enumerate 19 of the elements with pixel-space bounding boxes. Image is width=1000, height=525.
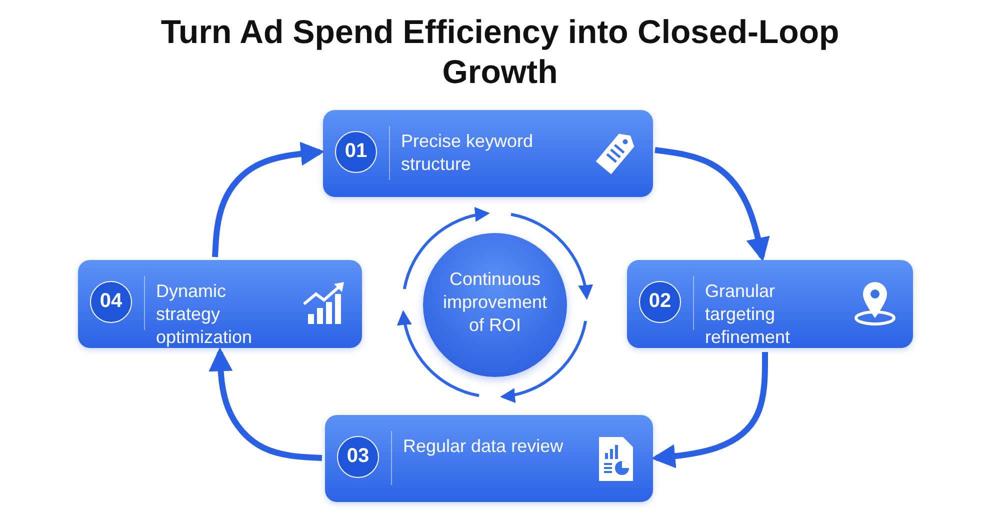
step-number: 04 bbox=[90, 281, 132, 323]
center-circle bbox=[423, 233, 567, 377]
step-number: 01 bbox=[335, 131, 377, 173]
step-label: Dynamic strategy optimization bbox=[156, 280, 254, 349]
curved-arrow bbox=[212, 142, 325, 258]
step-card bbox=[78, 260, 362, 348]
curved-arrow bbox=[208, 347, 322, 461]
step-card bbox=[325, 415, 653, 502]
step-number: 02 bbox=[639, 281, 681, 323]
curved-arrow bbox=[654, 147, 770, 262]
step-label: Granular targeting refinement bbox=[705, 280, 792, 349]
step-label: Precise keyword structure bbox=[401, 130, 534, 176]
title: Turn Ad Spend Efficiency into Closed-Loop Growth bbox=[160, 12, 840, 92]
step-card bbox=[627, 260, 913, 348]
step-number: 03 bbox=[337, 436, 379, 478]
step-label: Regular data review bbox=[403, 435, 564, 458]
center-text: Continuous improvement of ROI bbox=[442, 268, 548, 337]
curved-arrow bbox=[651, 352, 768, 468]
step-card bbox=[323, 110, 653, 197]
